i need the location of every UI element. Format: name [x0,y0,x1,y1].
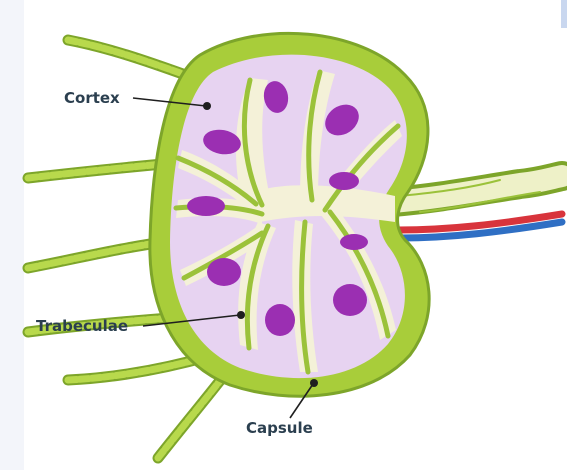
follicle [265,304,295,336]
trabeculae-label: Trabeculae [36,317,128,335]
trabeculae-pointer-dot [237,311,245,319]
cortex-pointer-dot [203,102,211,110]
follicle [187,196,225,216]
follicle [207,258,241,286]
follicle [333,284,367,316]
left-edge-shade [0,0,24,470]
follicle [329,172,359,190]
capsule-pointer-dot [310,379,318,387]
cortex-label: Cortex [64,89,120,107]
corner-mark [561,0,567,28]
capsule-label: Capsule [246,419,313,437]
follicle [340,234,368,250]
